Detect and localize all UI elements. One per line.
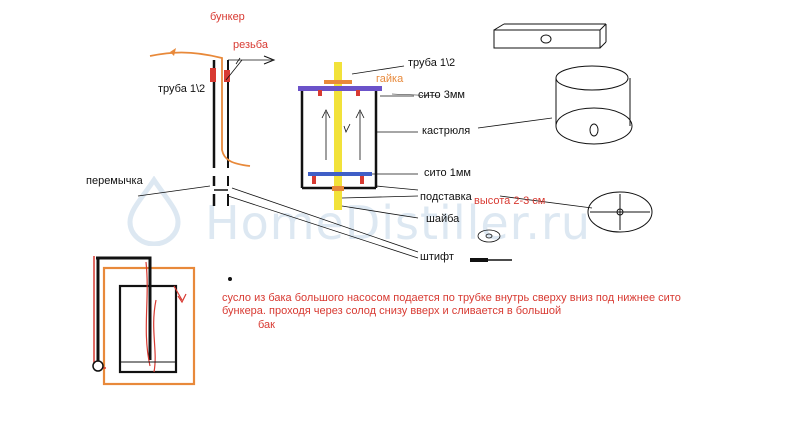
arrow-up-icon (321, 109, 331, 119)
label-nut: гайка (376, 73, 404, 85)
pump-icon (92, 360, 104, 372)
leader-jumper (137, 185, 211, 197)
flow-arrow-icon (170, 48, 176, 56)
nut (324, 80, 352, 84)
arrow-red-icon (173, 285, 183, 301)
note-line-3: бак (258, 319, 275, 331)
label-pin: штифт (420, 251, 454, 263)
flow-line-red (145, 261, 157, 373)
bunker-outline (118, 284, 178, 374)
leader-pot (477, 117, 553, 129)
watermark-text: HomeDistiller.ru (205, 196, 592, 250)
label-jumper: перемычка (86, 175, 143, 187)
label-pipe-top: труба 1\2 (408, 57, 456, 69)
system-sketch (92, 256, 196, 386)
washer-on-pipe (332, 186, 344, 191)
flow-line-orange (149, 51, 251, 167)
note-line-2: бункера. проходя через солод снизу вверх… (222, 305, 562, 317)
pipe-piece-3d (493, 23, 607, 49)
label-stand: подставка (420, 191, 472, 203)
pot-cylinder (555, 65, 633, 145)
yellow-pipe (334, 62, 342, 210)
label-bunker: бункер (210, 11, 245, 23)
bullet-dot (228, 277, 232, 281)
thread-mark-right (224, 70, 230, 82)
sieve-top (298, 86, 382, 91)
round-sieve (587, 191, 653, 233)
label-thread: резьба (233, 39, 268, 51)
leader-height (499, 195, 593, 209)
pipe-outline (96, 256, 152, 366)
thread-mark-left (210, 68, 216, 82)
hole-icon (589, 123, 599, 137)
sieve-bottom (308, 172, 372, 176)
leader-pin-1 (227, 195, 419, 259)
hole-icon (540, 34, 552, 44)
arrow-up-icon (355, 109, 365, 119)
watermark-drop-icon (127, 176, 181, 246)
leader-pin-2 (231, 187, 419, 253)
arrow-down-icon (343, 123, 351, 134)
arrow-right-icon (263, 55, 276, 65)
label-sieve-3mm: сито 3мм (418, 89, 465, 101)
leader-thread (225, 59, 243, 81)
note-line-1: сусло из бака большого насосом подается … (222, 292, 681, 304)
pin (470, 258, 512, 262)
washer (477, 229, 501, 243)
label-pipe-left: труба 1\2 (158, 83, 206, 95)
label-sieve-1mm: сито 1мм (424, 167, 471, 179)
label-washer: шайба (426, 213, 460, 225)
pipe-left (210, 60, 230, 206)
label-height: высота 2-3 см (474, 195, 546, 207)
bunker-section (298, 62, 382, 210)
label-pot: кастрюля (422, 125, 471, 137)
